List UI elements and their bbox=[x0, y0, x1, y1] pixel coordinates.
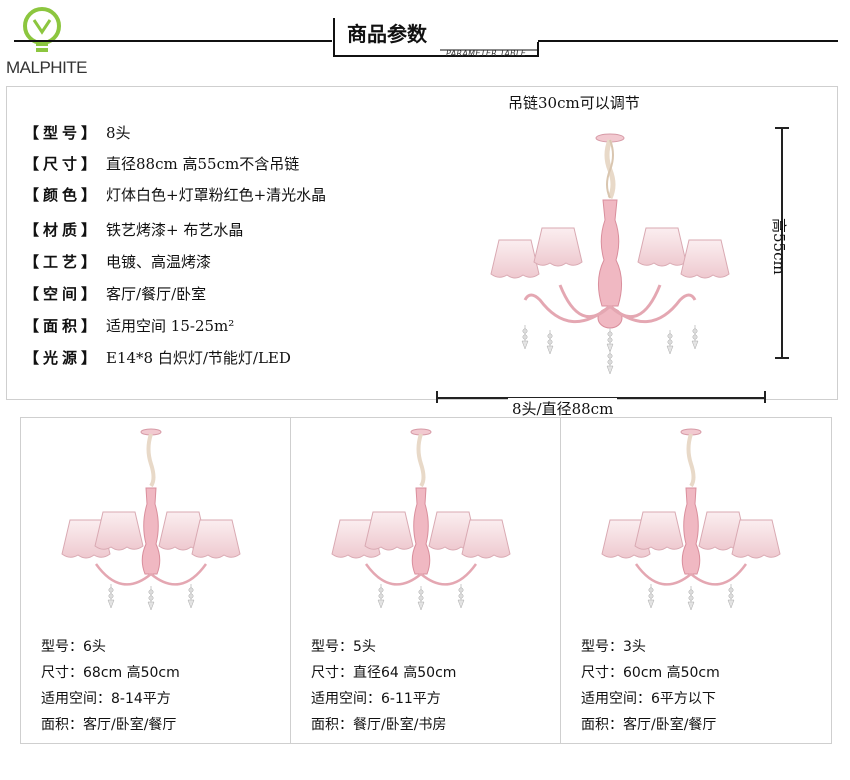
brand-name: MALPHITE bbox=[6, 58, 88, 77]
chain-note: 吊链30cm可以调节 bbox=[508, 94, 640, 112]
variant-model: 型号：6头 bbox=[41, 639, 106, 655]
spec-material: 【材质】铁艺烤漆+ 布艺水晶 bbox=[24, 219, 243, 240]
variant-size: 尺寸：68cm 高50cm bbox=[41, 665, 180, 681]
title-bracket bbox=[333, 18, 539, 57]
spec-value: 适用空间 15-25m² bbox=[106, 317, 235, 335]
spec-label: 【空间】 bbox=[24, 285, 101, 303]
spec-model: 【型号】 8头 bbox=[24, 122, 131, 143]
variant-size: 尺寸：60cm 高50cm bbox=[581, 665, 720, 681]
variant-rooms: 面积：客厅/卧室/餐厅 bbox=[41, 717, 177, 733]
spec-label: 【面积】 bbox=[24, 317, 101, 335]
spec-value: 8头 bbox=[106, 124, 131, 142]
spec-label: 【型号】 bbox=[24, 124, 101, 142]
width-label: 8头/直径88cm bbox=[508, 398, 618, 419]
height-dimension-cap bbox=[775, 357, 789, 359]
variant-size: 尺寸：直径64 高50cm bbox=[311, 665, 457, 681]
chandelier-8-image bbox=[490, 133, 730, 375]
height-dimension-cap bbox=[775, 127, 789, 129]
spec-space: 【空间】客厅/餐厅/卧室 bbox=[24, 283, 206, 304]
page-subtitle: PARAMETER TABLE bbox=[446, 49, 527, 58]
spec-value: 灯体白色+灯罩粉红色+清光水晶 bbox=[106, 186, 327, 204]
spec-color: 【颜色】灯体白色+灯罩粉红色+清光水晶 bbox=[24, 184, 326, 205]
header-rule-left bbox=[14, 40, 332, 42]
height-label: 高55cm bbox=[770, 218, 788, 275]
spec-value: 电镀、高温烤漆 bbox=[106, 253, 212, 271]
width-dimension-cap bbox=[436, 391, 438, 403]
variant-model: 型号：5头 bbox=[311, 639, 376, 655]
variant-area: 适用空间：6平方以下 bbox=[581, 691, 716, 707]
lightbulb-logo-icon bbox=[23, 7, 61, 52]
main-spec-panel bbox=[6, 86, 838, 400]
spec-label: 【颜色】 bbox=[24, 186, 101, 204]
chandelier-6-image bbox=[61, 428, 241, 611]
chandelier-5-image bbox=[331, 428, 511, 611]
spec-size: 【尺寸】直径88cm 高55cm不含吊链 bbox=[24, 153, 299, 174]
spec-label: 【材质】 bbox=[24, 221, 101, 239]
height-dimension-line bbox=[781, 127, 783, 359]
spec-value: E14*8 白炽灯/节能灯/LED bbox=[106, 349, 291, 367]
variant-model: 型号：3头 bbox=[581, 639, 646, 655]
spec-value: 铁艺烤漆+ 布艺水晶 bbox=[106, 221, 244, 239]
variant-rooms: 面积：客厅/卧室/餐厅 bbox=[581, 717, 717, 733]
variant-card-6: 型号：6头 尺寸：68cm 高50cm 适用空间：8-14平方 面积：客厅/卧室… bbox=[20, 417, 291, 744]
spec-label: 【尺寸】 bbox=[24, 155, 101, 173]
spec-value: 直径88cm 高55cm不含吊链 bbox=[106, 155, 300, 173]
header-rule-right bbox=[538, 40, 838, 42]
variant-card-3: 型号：3头 尺寸：60cm 高50cm 适用空间：6平方以下 面积：客厅/卧室/… bbox=[560, 417, 832, 744]
spec-craft: 【工艺】电镀、高温烤漆 bbox=[24, 251, 211, 272]
page-title: 商品参数 bbox=[347, 22, 427, 46]
spec-value: 客厅/餐厅/卧室 bbox=[106, 285, 207, 303]
chandelier-3-image bbox=[601, 428, 781, 611]
variant-rooms: 面积：餐厅/卧室/书房 bbox=[311, 717, 447, 733]
variant-area: 适用空间：6-11平方 bbox=[311, 691, 441, 707]
width-dimension-cap bbox=[764, 391, 766, 403]
variant-area: 适用空间：8-14平方 bbox=[41, 691, 171, 707]
spec-label: 【工艺】 bbox=[24, 253, 101, 271]
spec-area: 【面积】适用空间 15-25m² bbox=[24, 315, 234, 336]
variant-card-5: 型号：5头 尺寸：直径64 高50cm 适用空间：6-11平方 面积：餐厅/卧室… bbox=[290, 417, 561, 744]
spec-label: 【光源】 bbox=[24, 349, 101, 367]
spec-light-source: 【光源】 E14*8 白炽灯/节能灯/LED bbox=[24, 347, 291, 368]
